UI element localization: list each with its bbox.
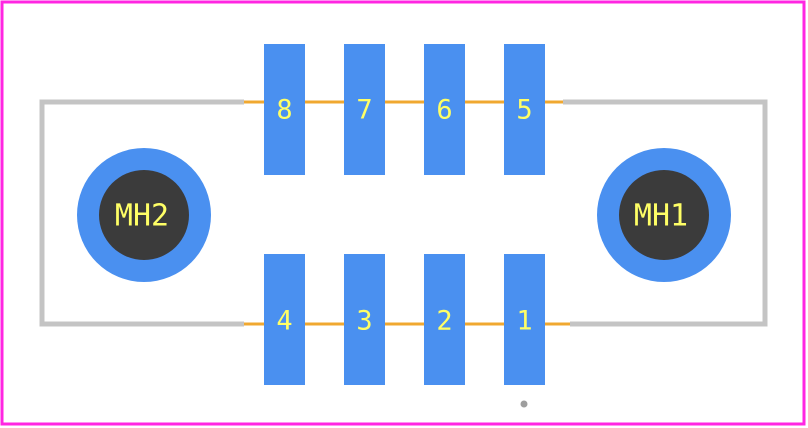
pad-label-5: 5 <box>516 95 532 126</box>
pad-label-7: 7 <box>356 95 372 126</box>
pad-1[interactable] <box>504 254 545 385</box>
pad-label-8: 8 <box>276 95 292 126</box>
mounting-hole-mh1[interactable]: MH1 <box>597 148 731 282</box>
hole-drill-mh1 <box>619 170 709 260</box>
silkscreen-left-bracket <box>39 99 244 327</box>
silkscreen-right-bracket <box>563 99 768 327</box>
pad-row-top: 8 7 6 5 <box>264 44 545 175</box>
pad-8[interactable] <box>264 44 305 175</box>
hole-label-mh1: MH1 <box>634 199 688 234</box>
origin-marker <box>520 400 528 408</box>
pad-3[interactable] <box>344 254 385 385</box>
pad-label-3: 3 <box>356 306 372 337</box>
pad-row-bottom: 4 3 2 1 <box>264 254 545 385</box>
pad-5[interactable] <box>504 44 545 175</box>
pad-7[interactable] <box>344 44 385 175</box>
pad-4[interactable] <box>264 254 305 385</box>
pad-label-6: 6 <box>436 95 452 126</box>
pad-2[interactable] <box>424 254 465 385</box>
pad-label-2: 2 <box>436 306 452 337</box>
pad-6[interactable] <box>424 44 465 175</box>
hole-label-mh2: MH2 <box>115 199 169 234</box>
pad-label-4: 4 <box>276 306 292 337</box>
pad-label-1: 1 <box>516 306 532 337</box>
hole-drill-mh2 <box>99 170 189 260</box>
mounting-hole-mh2[interactable]: MH2 <box>77 148 211 282</box>
